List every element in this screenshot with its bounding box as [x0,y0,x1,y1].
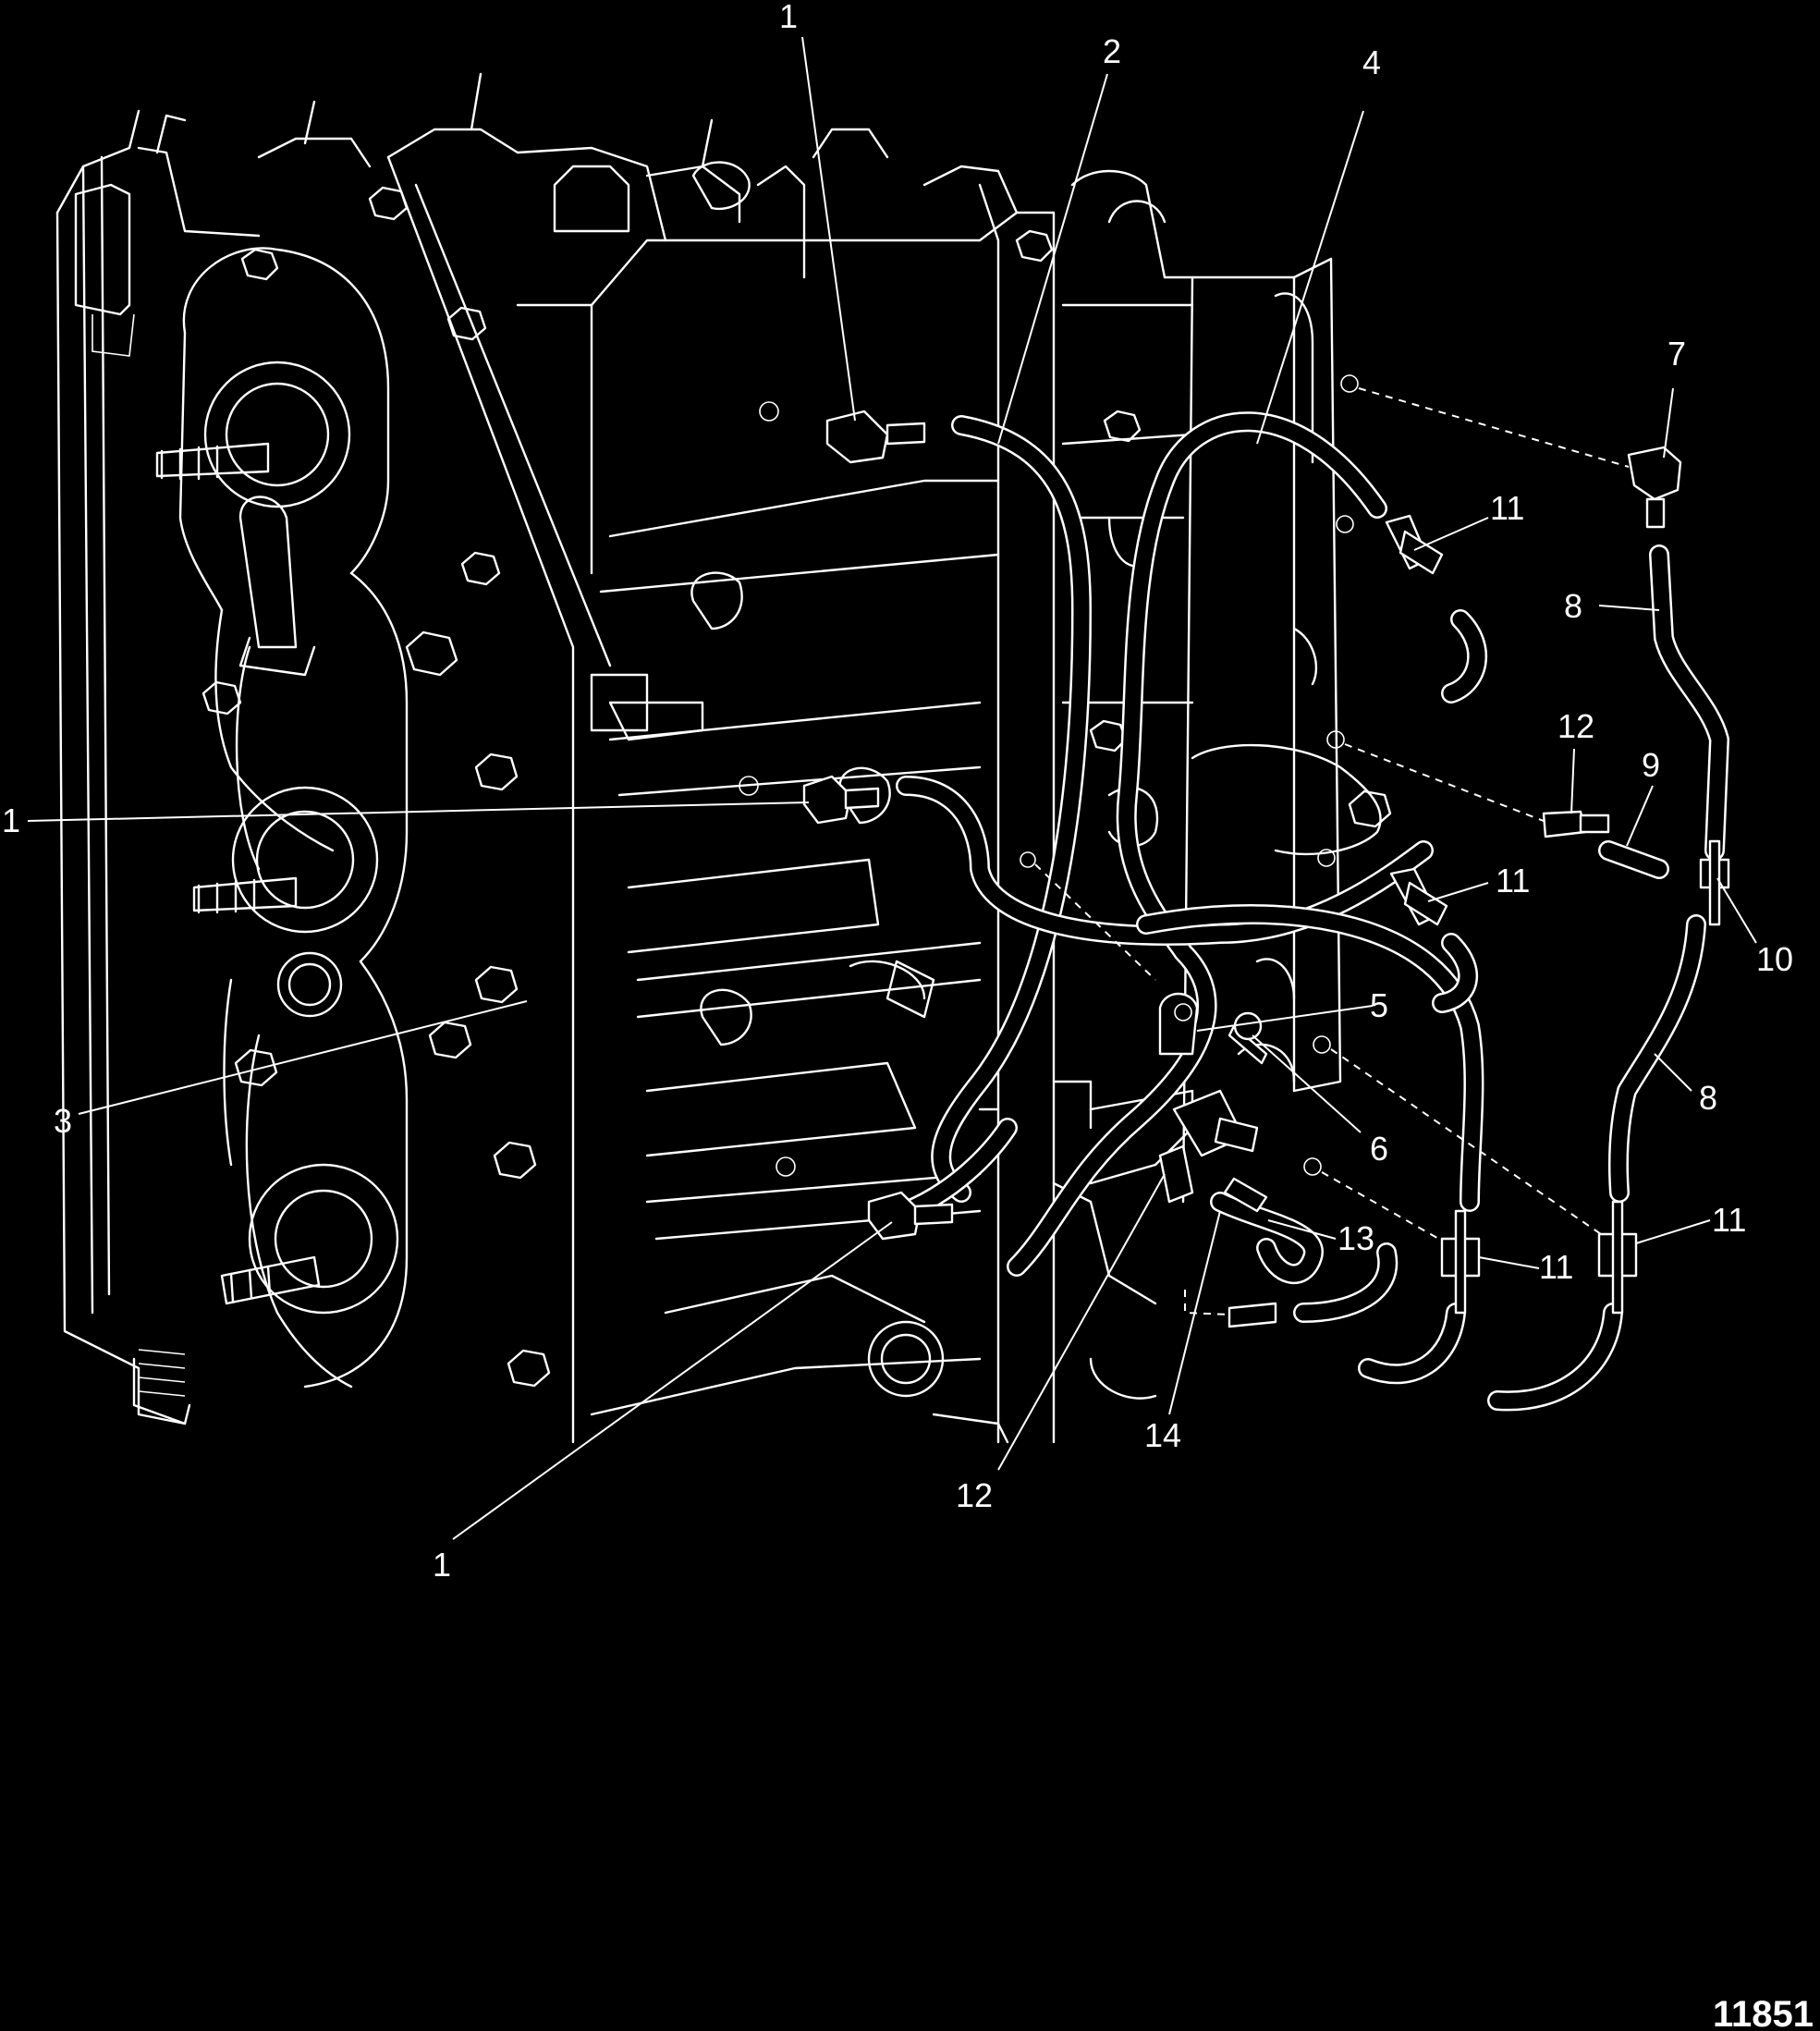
callout-1-middle: 1 [2,801,20,839]
callout-10: 10 [1756,940,1793,978]
mounting-reference-lines [1020,374,1630,1315]
callout-4: 4 [1362,43,1381,81]
callout-8-lower: 8 [1699,1079,1717,1117]
callout-9: 9 [1642,746,1660,784]
callout-2: 2 [1103,32,1121,70]
callout-5: 5 [1370,986,1388,1024]
callout-11-upper: 11 [1490,489,1524,527]
callout-12-bottom: 12 [956,1476,993,1514]
figure-number: 11851 [1713,1994,1814,2031]
callout-7: 7 [1667,335,1686,373]
callout-1-bottom: 1 [433,1546,451,1584]
callout-8-upper: 8 [1564,587,1582,625]
callout-leader-lines [27,36,1757,1540]
callout-3: 3 [54,1102,72,1140]
callout-6: 6 [1370,1130,1388,1168]
callout-11-bottom: 11 [1539,1248,1573,1286]
engine-block-illustration [55,72,1392,1444]
fittings [739,401,1730,1328]
hose-routing [896,411,1729,1412]
callout-11-right-lower: 11 [1712,1201,1746,1239]
callout-11-middle: 11 [1496,862,1530,899]
callout-14: 14 [1144,1416,1181,1454]
callout-numbers: 1 2 4 7 11 8 12 9 1 11 10 5 3 8 6 11 13 … [2,0,1793,1584]
callout-12-right: 12 [1557,707,1594,745]
callout-13: 13 [1338,1219,1374,1257]
callout-1-top: 1 [779,0,798,35]
